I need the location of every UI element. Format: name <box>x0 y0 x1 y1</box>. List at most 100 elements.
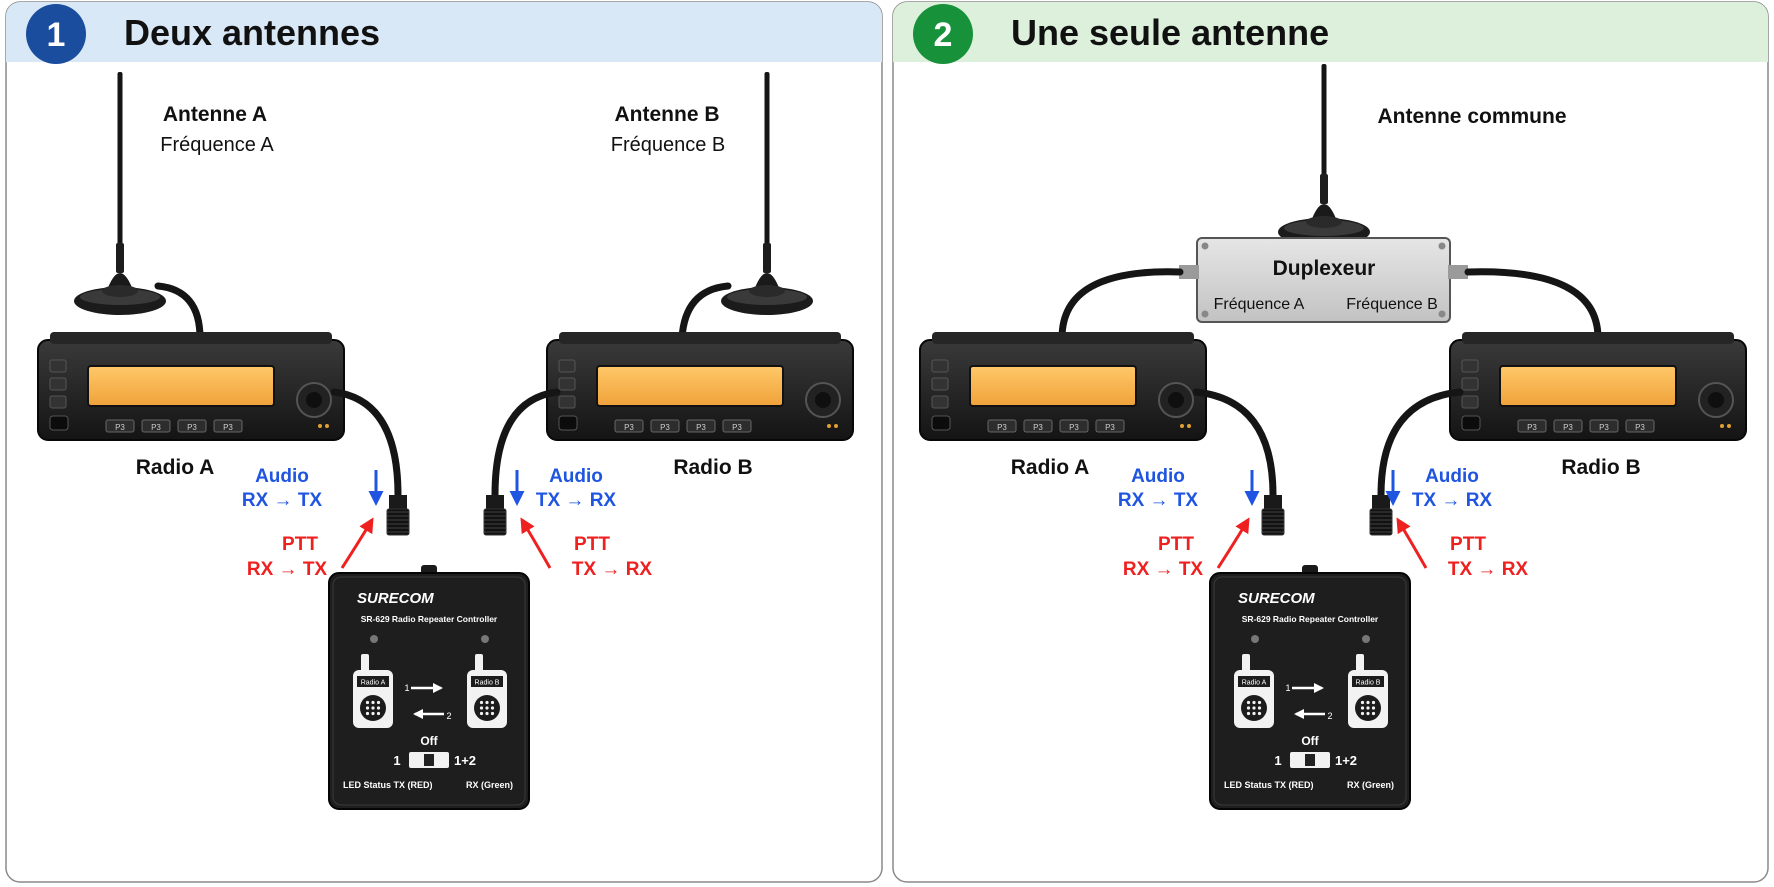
radio-a-cable <box>330 388 402 499</box>
panel-title: Deux antennes <box>124 12 380 53</box>
audio-dir-left: RX → TX <box>242 490 323 511</box>
ptt-dir-left: RX → TX <box>1123 559 1204 580</box>
arrow-1-label: 1 <box>404 683 409 693</box>
radio-key-label: P3 <box>223 423 233 432</box>
audio-dir-right: TX → RX <box>1412 490 1493 511</box>
side-button <box>1461 359 1479 373</box>
switch-1-label: 1 <box>393 753 400 768</box>
radio-key <box>1553 419 1583 433</box>
controller-model: SR-629 Radio Repeater Controller <box>1242 614 1379 624</box>
radio-key-label: P3 <box>187 423 197 432</box>
radio-key <box>987 419 1017 433</box>
controller-radio-icon: Radio A <box>1234 654 1274 728</box>
radio-b-cable <box>1377 388 1464 499</box>
mode-switch-knob <box>424 754 434 766</box>
controller-radio-label: Radio B <box>1356 680 1381 687</box>
arrow-2-label: 2 <box>446 711 451 721</box>
panel-title: Une seule antenne <box>1011 12 1329 53</box>
controller-connector-a <box>1261 495 1285 536</box>
duplexer-screw <box>1438 310 1446 318</box>
radio-key-label: P3 <box>732 423 742 432</box>
panel-header <box>893 2 1768 62</box>
radio-key-label: P3 <box>1527 423 1537 432</box>
radio-key <box>686 419 716 433</box>
panel-header <box>6 2 882 62</box>
led-b <box>1362 635 1370 643</box>
arrow-1-label: 1 <box>1285 683 1290 693</box>
radio-key-label: P3 <box>1069 423 1079 432</box>
audio-label-right: Audio <box>549 466 603 487</box>
radio-a-label: Radio A <box>136 456 215 479</box>
step-number: 2 <box>934 16 953 54</box>
led-status-tx: LED Status TX (RED) <box>343 780 433 790</box>
mic-jack <box>49 415 69 431</box>
step-badge <box>913 4 973 64</box>
ptt-dir-right: TX → RX <box>572 559 653 580</box>
switch-12-label: 1+2 <box>454 753 476 768</box>
duplexer-cable-b <box>1464 268 1602 342</box>
switch-1-label: 1 <box>1274 753 1281 768</box>
mobile-radio-b: P3 P3 P3 P3 <box>546 332 854 441</box>
radio-key <box>1625 419 1655 433</box>
radio-key-label: P3 <box>151 423 161 432</box>
radio-key <box>141 419 171 433</box>
mode-switch-knob <box>1305 754 1315 766</box>
radio-key <box>1095 419 1125 433</box>
radio-display <box>969 365 1137 407</box>
duplexer-cable-a <box>1058 268 1184 342</box>
controller-radio-icon: Radio B <box>1348 654 1388 728</box>
switch-off-label: Off <box>1301 734 1319 748</box>
led-a <box>370 635 378 643</box>
antenna-b-cable <box>678 282 732 342</box>
audio-label-left: Audio <box>1131 466 1185 487</box>
radio-b-label: Radio B <box>1561 456 1640 479</box>
ptt-arrow-right <box>520 517 552 569</box>
radio-key-label: P3 <box>115 423 125 432</box>
side-button <box>931 359 949 373</box>
duplexer-freq-b: Fréquence B <box>1346 296 1438 313</box>
radio-key-label: P3 <box>997 423 1007 432</box>
side-button <box>558 359 576 373</box>
duplexer-screw <box>1201 242 1209 250</box>
ptt-label-right: PTT <box>574 534 610 555</box>
ptt-dir-left: RX → TX <box>247 559 328 580</box>
radio-key <box>614 419 644 433</box>
controller-model: SR-629 Radio Repeater Controller <box>361 614 498 624</box>
radio-key <box>105 419 135 433</box>
antenna-a-cable <box>154 282 204 342</box>
controller-brand: SURECOM <box>1238 590 1315 607</box>
radio-key <box>722 419 752 433</box>
radio-key <box>1023 419 1053 433</box>
controller-radio-label: Radio A <box>1242 680 1267 687</box>
switch-12-label: 1+2 <box>1335 753 1357 768</box>
radio-display <box>1499 365 1677 407</box>
duplexer-port-a <box>1179 265 1199 279</box>
mic-jack <box>558 415 578 431</box>
duplexer-port-b <box>1448 265 1468 279</box>
radio-key-label: P3 <box>1599 423 1609 432</box>
radio-key-label: P3 <box>696 423 706 432</box>
side-button <box>1461 395 1479 409</box>
arrow-2-label: 2 <box>1327 711 1332 721</box>
side-button <box>558 377 576 391</box>
audio-label-left: Audio <box>255 466 309 487</box>
step-badge <box>26 4 86 64</box>
radio-key-label: P3 <box>624 423 634 432</box>
step-number: 1 <box>47 16 66 54</box>
antenna-a-freq: Fréquence A <box>160 134 274 156</box>
radio-key-label: P3 <box>660 423 670 432</box>
ptt-label-right: PTT <box>1450 534 1486 555</box>
mobile-radio-a: P3 P3 P3 P3 <box>37 332 345 441</box>
controller-connector-b <box>1369 495 1393 536</box>
side-button <box>931 395 949 409</box>
controller-radio-label: Radio B <box>475 680 500 687</box>
mic-jack <box>1461 415 1481 431</box>
radio-a-cable <box>1192 388 1277 499</box>
radio-key <box>213 419 243 433</box>
audio-dir-right: TX → RX <box>536 490 617 511</box>
